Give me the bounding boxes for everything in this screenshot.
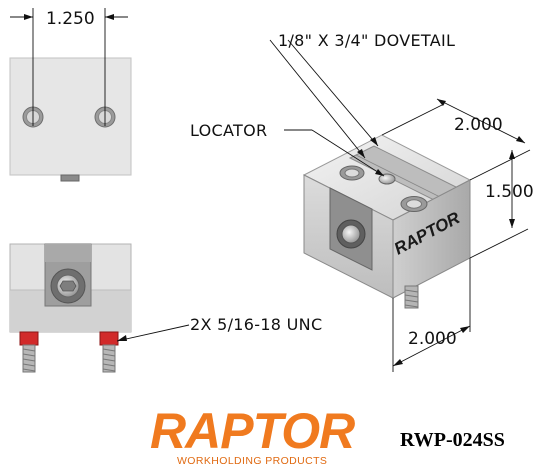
iso-threaded-stud [404, 285, 419, 309]
front-view [9, 243, 132, 373]
top-view: 1.250 [9, 8, 132, 182]
logo-tagline: WORKHOLDING PRODUCTS [177, 455, 327, 467]
top-view-tab [60, 174, 80, 182]
raptor-logo: RAPTOR WORKHOLDING PRODUCTS [150, 403, 356, 467]
isometric-view: RAPTOR [302, 134, 472, 309]
threaded-stud-right [99, 331, 119, 373]
dimension-width: 2.000 [454, 115, 503, 135]
part-number: RWP-024SS [400, 429, 505, 451]
callout-threads: 2X 5/16-18 UNC [190, 315, 322, 334]
iso-locator-pin [378, 173, 396, 185]
logo-wordmark: RAPTOR [150, 403, 355, 459]
threaded-stud-left [19, 331, 39, 373]
dimension-height: 1.500 [485, 182, 534, 202]
dimension-hole-spacing: 1.250 [46, 9, 95, 29]
dimension-depth: 2.000 [408, 329, 457, 349]
callout-dovetail: 1/8" X 3/4" DOVETAIL [278, 31, 455, 50]
callout-locator: LOCATOR [190, 121, 267, 140]
